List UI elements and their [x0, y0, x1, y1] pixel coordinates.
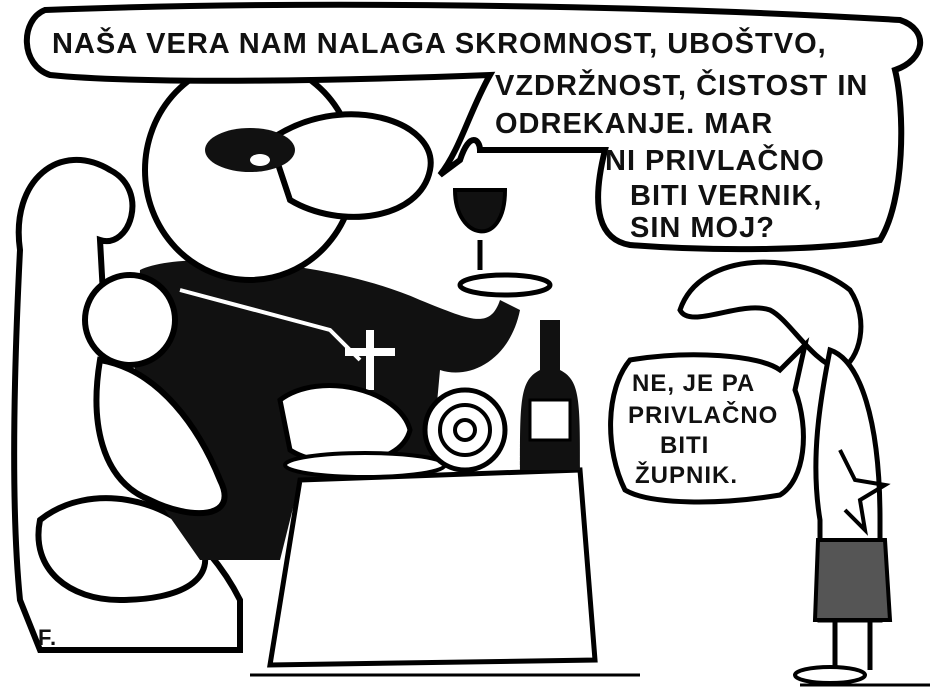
- wine-bottle: [520, 320, 580, 470]
- boy-speech-line: NE, JE PA: [632, 370, 756, 397]
- artist-signature: F.: [38, 625, 58, 650]
- armchair-cushion: [35, 495, 209, 604]
- boy-shorts: [812, 538, 893, 622]
- wine-glass: [452, 188, 508, 234]
- priest-speech-line: BITI VERNIK,: [630, 180, 823, 212]
- priest-nose: [266, 111, 434, 220]
- priest-speech-bubble: [23, 1, 923, 253]
- priest-speech-line: ODREKANJE. MAR: [495, 108, 774, 140]
- boy-speech-line: BITI: [660, 432, 710, 459]
- priest-speech-line: VZDRŽNOST, ČISTOST IN: [495, 70, 869, 102]
- priest-speech-line: NI PRIVLAČNO: [605, 145, 825, 177]
- child-head: [82, 272, 178, 368]
- boy-speech-bubble: [608, 337, 810, 505]
- boy-speech-line: PRIVLAČNO: [628, 402, 779, 429]
- boy-legs: [832, 620, 873, 670]
- priest-sunglasses: [205, 128, 295, 172]
- cake-roll: [422, 387, 508, 473]
- boy-speech-line: ŽUPNIK.: [635, 462, 738, 489]
- table: [267, 467, 598, 668]
- child-body: [93, 356, 228, 517]
- priest-speech-line: NAŠA VERA NAM NALAGA SKROMNOST, UBOŠTVO,: [52, 28, 827, 60]
- priest-speech-line: SIN MOJ?: [630, 212, 775, 244]
